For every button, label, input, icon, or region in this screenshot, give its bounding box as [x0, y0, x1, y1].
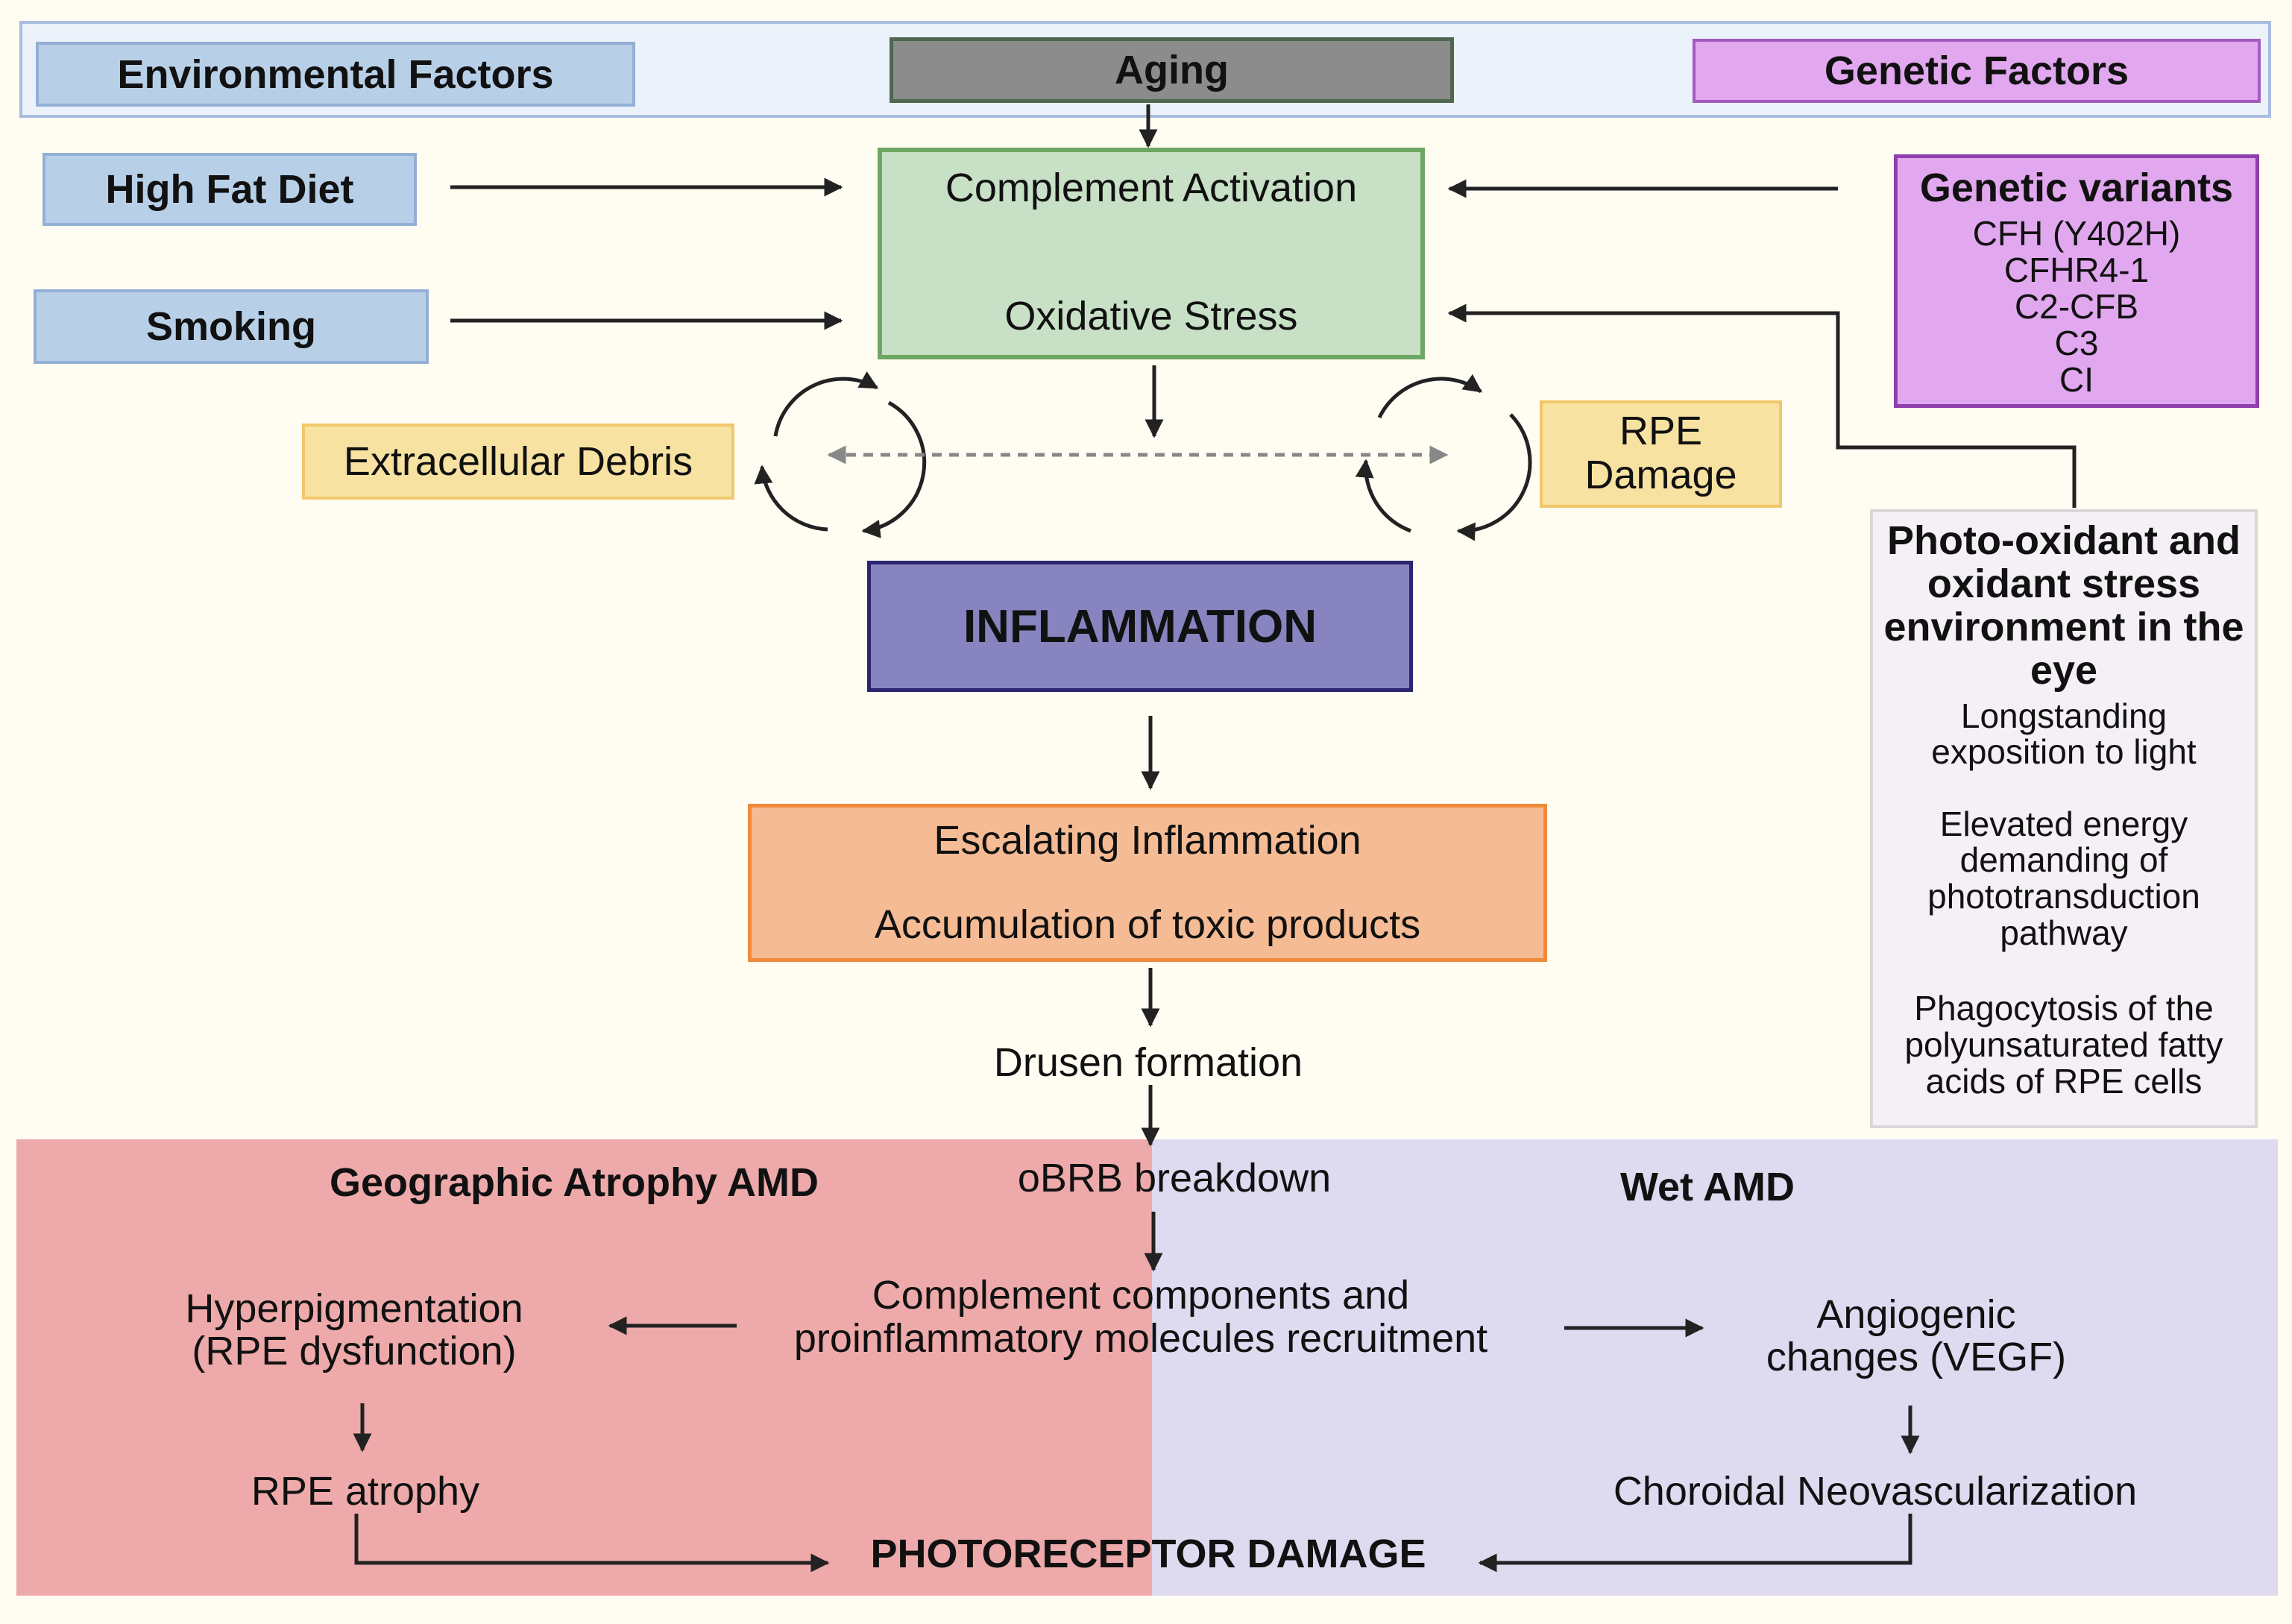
rpe-atrophy-text: RPE atrophy [251, 1469, 480, 1514]
variant-c2-cfb: C2-CFB [2014, 287, 2139, 326]
arrow-choroidal-to-photoreceptor [1478, 1514, 1912, 1573]
extracellular-debris-label: Extracellular Debris [343, 439, 693, 484]
extracellular-debris-box: Extracellular Debris [302, 424, 734, 500]
genetic-factors-label: Genetic Factors [1824, 48, 2129, 93]
complement-activation-text: Complement Activation [945, 166, 1358, 210]
choroidal-neovascularization-text: Choroidal Neovascularization [1613, 1469, 2138, 1514]
photoreceptor-damage-text: PHOTORECEPTOR DAMAGE [870, 1532, 1426, 1576]
environmental-factors-label: Environmental Factors [117, 51, 554, 97]
cycle-arrow-rpe-right [1456, 413, 1532, 541]
photo-oxidant-item3-line3: acids of RPE cells [1925, 1062, 2203, 1101]
genetic-variants-title: Genetic variants [1919, 166, 2234, 210]
smoking-label: Smoking [145, 304, 317, 349]
photo-oxidant-title-4: eye [2030, 648, 2098, 693]
complement-oxidative-box [878, 148, 1425, 359]
wet-amd-title: Wet AMD [1620, 1165, 1795, 1209]
photo-oxidant-title-2: oxidant stress [1927, 561, 2201, 606]
high-fat-diet-box: High Fat Diet [42, 153, 417, 226]
hyperpigmentation-line2: (RPE dysfunction) [192, 1329, 517, 1373]
angiogenic-line1: Angiogenic [1816, 1292, 2016, 1337]
variant-c3: C3 [2054, 324, 2099, 362]
oxidative-stress-text: Oxidative Stress [1004, 294, 1298, 339]
photo-oxidant-item2-line1: Elevated energy [1939, 805, 2188, 843]
rpe-damage-line2: Damage [1584, 453, 1737, 497]
arrow-photo-oxidant-to-complement [1447, 303, 2077, 508]
recruitment-line1: Complement components and [872, 1273, 1410, 1318]
angiogenic-line2: changes (VEGF) [1766, 1335, 2067, 1379]
smoking-box: Smoking [34, 289, 429, 364]
escalating-inflammation-text: Escalating Inflammation [934, 818, 1361, 863]
variant-ci: CI [2059, 360, 2094, 399]
inflammation-label: INFLAMMATION [963, 600, 1317, 652]
photo-oxidant-item3-line2: polyunsaturated fatty [1904, 1025, 2223, 1064]
photo-oxidant-item1-line1: Longstanding [1960, 696, 2167, 735]
cycle-arrow-debris-right [861, 400, 927, 538]
cycle-arrow-rpe-upper [1377, 374, 1483, 419]
cycle-arrow-debris-upper [773, 371, 879, 437]
drusen-formation-text: Drusen formation [993, 1040, 1303, 1085]
inflammation-box: INFLAMMATION [867, 561, 1413, 692]
aging-box: Aging [890, 37, 1454, 103]
photo-oxidant-item1-line2: exposition to light [1931, 732, 2197, 771]
recruitment-line2: proinflammatory molecules recruitment [793, 1316, 1488, 1361]
rpe-damage-line1: RPE [1619, 409, 1703, 453]
hyperpigmentation-line1: Hyperpigmentation [185, 1286, 523, 1331]
photo-oxidant-item2-line2: demanding of [1959, 840, 2168, 879]
photo-oxidant-item2-line3: phototransduction [1927, 877, 2200, 916]
cycle-arrow-debris-lower [754, 465, 828, 532]
high-fat-diet-label: High Fat Diet [105, 167, 354, 212]
cycle-arrow-rpe-lower [1355, 459, 1411, 533]
photo-oxidant-item3-line1: Phagocytosis of the [1914, 989, 2214, 1027]
environmental-factors-box: Environmental Factors [36, 42, 635, 107]
photo-oxidant-title-1: Photo-oxidant and [1887, 518, 2241, 563]
rpe-damage-box [1540, 400, 1782, 508]
genetic-variants-box [1894, 154, 2259, 408]
photo-oxidant-title-3: environment in the [1883, 605, 2244, 649]
variant-cfh: CFH (Y402H) [1972, 214, 2181, 253]
escalating-inflammation-box [748, 804, 1547, 962]
aging-label: Aging [1115, 48, 1229, 92]
geographic-atrophy-title: Geographic Atrophy AMD [329, 1160, 819, 1205]
photo-oxidant-box [1870, 509, 2258, 1128]
variant-cfhr4: CFHR4-1 [2003, 251, 2150, 289]
arrow-atrophy-to-photoreceptor [354, 1514, 830, 1573]
photo-oxidant-item2-line4: pathway [2000, 913, 2128, 952]
wet-amd-panel [1152, 1139, 2278, 1596]
obrb-breakdown-text: oBRB breakdown [1017, 1156, 1332, 1200]
geographic-atrophy-panel [16, 1139, 1152, 1596]
genetic-factors-box: Genetic Factors [1693, 39, 2261, 103]
toxic-products-text: Accumulation of toxic products [874, 902, 1421, 947]
